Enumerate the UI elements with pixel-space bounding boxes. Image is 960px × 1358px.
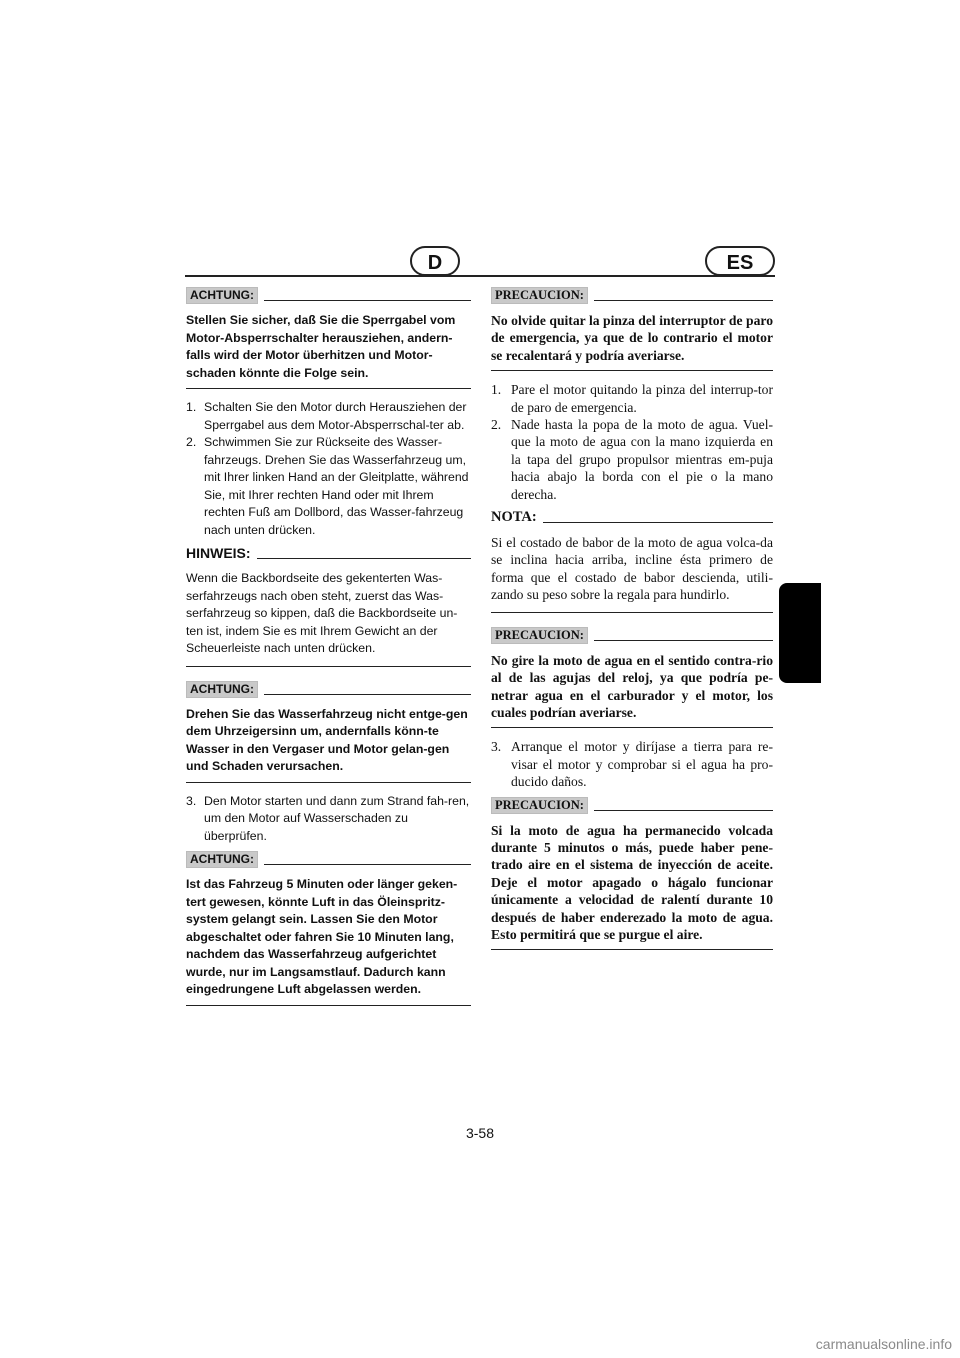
note-header: NOTA: (491, 509, 773, 526)
step-item: 2.Nade hasta la popa de la moto de agua.… (491, 417, 773, 502)
caution-header: ACHTUNG: (186, 287, 471, 304)
step-item: 3.Arranque el motor y diríjase a tierra … (491, 739, 773, 790)
note-text: Wenn die Backbordseite des gekenterten W… (186, 570, 471, 667)
note-label: NOTA: (491, 509, 537, 526)
step-item: 1.Schalten Sie den Motor durch Herauszie… (186, 400, 467, 432)
caution-text: No gire la moto de agua en el sentido co… (491, 652, 773, 729)
caution-text: No olvide quitar la pinza del interrupto… (491, 312, 773, 372)
caution-text: Stellen Sie sicher, daß Sie die Sperrgab… (186, 312, 471, 389)
column-german: ACHTUNG: Stellen Sie sicher, daß Sie die… (186, 287, 471, 1016)
caution-header: PRECAUCION: (491, 287, 773, 304)
caution-header: ACHTUNG: (186, 851, 471, 868)
page-number: 3-58 (465, 1125, 495, 1141)
caution-text: Drehen Sie das Wasserfahrzeug nicht entg… (186, 706, 471, 783)
caution-label: ACHTUNG: (186, 680, 258, 698)
caution-header: ACHTUNG: (186, 680, 471, 698)
caution-text: Ist das Fahrzeug 5 Minuten oder länger g… (186, 876, 471, 1006)
step-list: 3.Arranque el motor y diríjase a tierra … (491, 738, 773, 790)
note-text: Si el costado de babor de la moto de agu… (491, 534, 773, 613)
language-badge-es: ES (705, 246, 775, 276)
caution-label: PRECAUCION: (491, 626, 588, 644)
caution-header: PRECAUCION: (491, 626, 773, 644)
header-rule (185, 275, 775, 277)
watermark: carmanualsonline.info (815, 1336, 952, 1352)
note-label: HINWEIS: (186, 545, 251, 561)
note-header: HINWEIS: (186, 545, 471, 562)
step-list: 1.Pare el motor quitando la pinza del in… (491, 381, 773, 503)
column-spanish: PRECAUCION: No olvide quitar la pinza de… (491, 287, 773, 960)
step-item: 1.Pare el motor quitando la pinza del in… (491, 382, 773, 415)
caution-label: PRECAUCION: (491, 287, 588, 304)
caution-label: ACHTUNG: (186, 851, 258, 868)
caution-text: Si la moto de agua ha permanecido volcad… (491, 822, 773, 951)
language-badge-de: D (410, 246, 460, 276)
chapter-tab (779, 583, 821, 683)
step-list: 3.Den Motor starten und dann zum Strand … (186, 793, 471, 846)
caution-label: ACHTUNG: (186, 287, 258, 304)
page-header: D ES (185, 246, 775, 278)
caution-header: PRECAUCION: (491, 796, 773, 814)
step-item: 3.Den Motor starten und dann zum Strand … (186, 793, 470, 843)
step-list: 1.Schalten Sie den Motor durch Herauszie… (186, 399, 471, 539)
step-item: 2.Schwimmen Sie zur Rückseite des Wasser… (186, 435, 469, 537)
caution-label: PRECAUCION: (491, 796, 588, 814)
